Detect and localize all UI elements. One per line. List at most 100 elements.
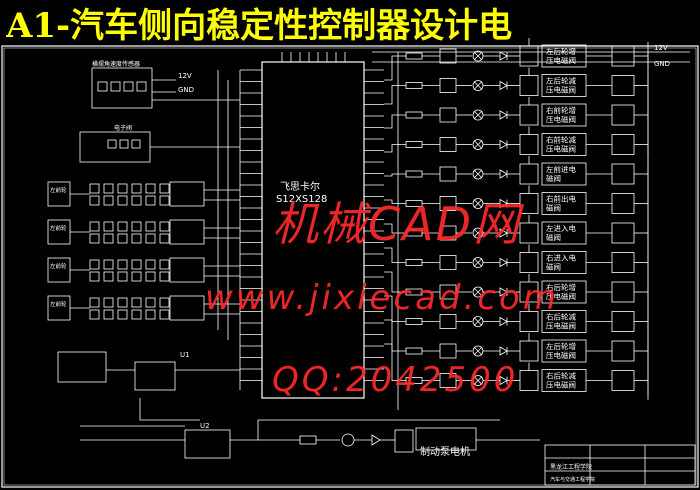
mosfet bbox=[519, 104, 539, 126]
signal-conditioner-pin bbox=[103, 195, 114, 206]
signal-conditioner-pin bbox=[103, 297, 114, 308]
optocoupler bbox=[439, 166, 457, 182]
drawing-title: A1-汽车侧向稳定性控制器设计电 bbox=[6, 6, 513, 46]
optocoupler bbox=[439, 343, 457, 359]
valve-label: 右前轮减 bbox=[546, 135, 576, 145]
lamp-cross bbox=[473, 376, 483, 385]
sensor-pin bbox=[110, 81, 121, 92]
title-block bbox=[544, 444, 696, 486]
mosfet bbox=[519, 252, 539, 273]
valve-label: 右后轮增 bbox=[546, 282, 576, 292]
wheel-sensor-label: 左前轮 bbox=[50, 186, 67, 194]
mosfet bbox=[519, 370, 539, 391]
lamp-cross bbox=[473, 228, 483, 238]
optocoupler bbox=[439, 255, 457, 270]
valve-label: 右进入电 bbox=[546, 253, 576, 263]
signal-conditioner-pin bbox=[159, 195, 170, 206]
valve-signal-wire bbox=[384, 114, 406, 129]
pump-mosfet bbox=[394, 429, 414, 453]
lamp-cross bbox=[473, 110, 483, 120]
watermark-site-name: 机械CAD网 bbox=[272, 197, 522, 251]
mosfet bbox=[519, 134, 539, 155]
power-pin bbox=[119, 139, 129, 149]
filter-box bbox=[169, 181, 205, 207]
signal-conditioner-pin bbox=[145, 271, 156, 282]
signal-conditioner-pin bbox=[89, 271, 100, 282]
diode bbox=[499, 110, 508, 120]
signal-conditioner-pin bbox=[103, 259, 114, 270]
valve-signal-wire bbox=[384, 223, 406, 234]
signal-conditioner-pin bbox=[145, 297, 156, 308]
pump-motor-label: 制动泵电机 bbox=[420, 445, 470, 458]
signal-conditioner-pin bbox=[131, 195, 142, 206]
regulator-u1-box bbox=[134, 361, 176, 391]
optocoupler bbox=[439, 137, 457, 152]
signal-conditioner-pin bbox=[145, 183, 156, 194]
signal-conditioner-pin bbox=[159, 271, 170, 282]
valve-label: 磁阀 bbox=[546, 262, 561, 272]
signal-conditioner-pin bbox=[145, 233, 156, 244]
lamp-cross bbox=[473, 81, 483, 90]
valve-label: 右后轮减 bbox=[546, 312, 576, 322]
output-driver bbox=[611, 370, 635, 391]
wheel-sensor-box bbox=[47, 257, 71, 283]
mosfet bbox=[519, 75, 539, 96]
valve-label: 压电磁阀 bbox=[546, 291, 576, 301]
regulator-u2: U2 bbox=[200, 422, 210, 430]
output-driver bbox=[611, 340, 635, 362]
signal-conditioner-pin bbox=[131, 297, 142, 308]
signal-conditioner-pin bbox=[103, 183, 114, 194]
valve-label: 磁阀 bbox=[546, 232, 561, 242]
diode bbox=[499, 287, 508, 297]
diode bbox=[499, 375, 508, 386]
filter-box bbox=[169, 295, 205, 321]
filter-box bbox=[169, 257, 205, 283]
diode bbox=[499, 169, 508, 179]
signal-conditioner-pin bbox=[131, 183, 142, 194]
resistor bbox=[405, 170, 423, 178]
output-driver bbox=[611, 163, 635, 185]
valve-label: 压电磁阀 bbox=[546, 144, 576, 154]
resistor bbox=[405, 318, 423, 325]
valve-label: 右前轮增 bbox=[546, 105, 576, 115]
valve-signal-wire bbox=[384, 247, 406, 263]
signal-conditioner-pin bbox=[89, 183, 100, 194]
signal-conditioner-pin bbox=[131, 259, 142, 270]
valve-label: 左进入电 bbox=[546, 223, 576, 233]
signal-conditioner-pin bbox=[89, 195, 100, 206]
resistor bbox=[405, 347, 423, 355]
signal-conditioner-pin bbox=[159, 309, 170, 320]
signal-conditioner-pin bbox=[131, 309, 142, 320]
valve-signal-wire bbox=[384, 144, 406, 153]
wheel-sensor-label: 左前轮 bbox=[50, 300, 67, 308]
output-driver bbox=[611, 75, 635, 96]
resistor bbox=[405, 82, 423, 89]
valve-signal-wire bbox=[384, 271, 406, 293]
signal-conditioner-pin bbox=[131, 233, 142, 244]
vcc-12v-right: 12V bbox=[654, 44, 668, 52]
valve-label: 左后轮增 bbox=[546, 46, 576, 56]
lamp-cross bbox=[473, 258, 483, 267]
lamp-cross bbox=[473, 287, 483, 297]
mosfet bbox=[519, 45, 539, 67]
watermark-qq: QQ:2042500 bbox=[272, 360, 519, 400]
valve-label: 左后轮减 bbox=[546, 76, 576, 86]
diode bbox=[499, 346, 508, 356]
signal-conditioner-pin bbox=[117, 233, 128, 244]
valve-label: 磁阀 bbox=[546, 203, 561, 213]
signal-conditioner-pin bbox=[131, 221, 142, 232]
valve-signal-wire bbox=[384, 295, 406, 322]
valve-label: 压电磁阀 bbox=[546, 85, 576, 95]
diode bbox=[499, 316, 508, 327]
signal-conditioner-pin bbox=[159, 297, 170, 308]
output-driver bbox=[611, 134, 635, 155]
wheel-sensor-box bbox=[47, 181, 71, 207]
